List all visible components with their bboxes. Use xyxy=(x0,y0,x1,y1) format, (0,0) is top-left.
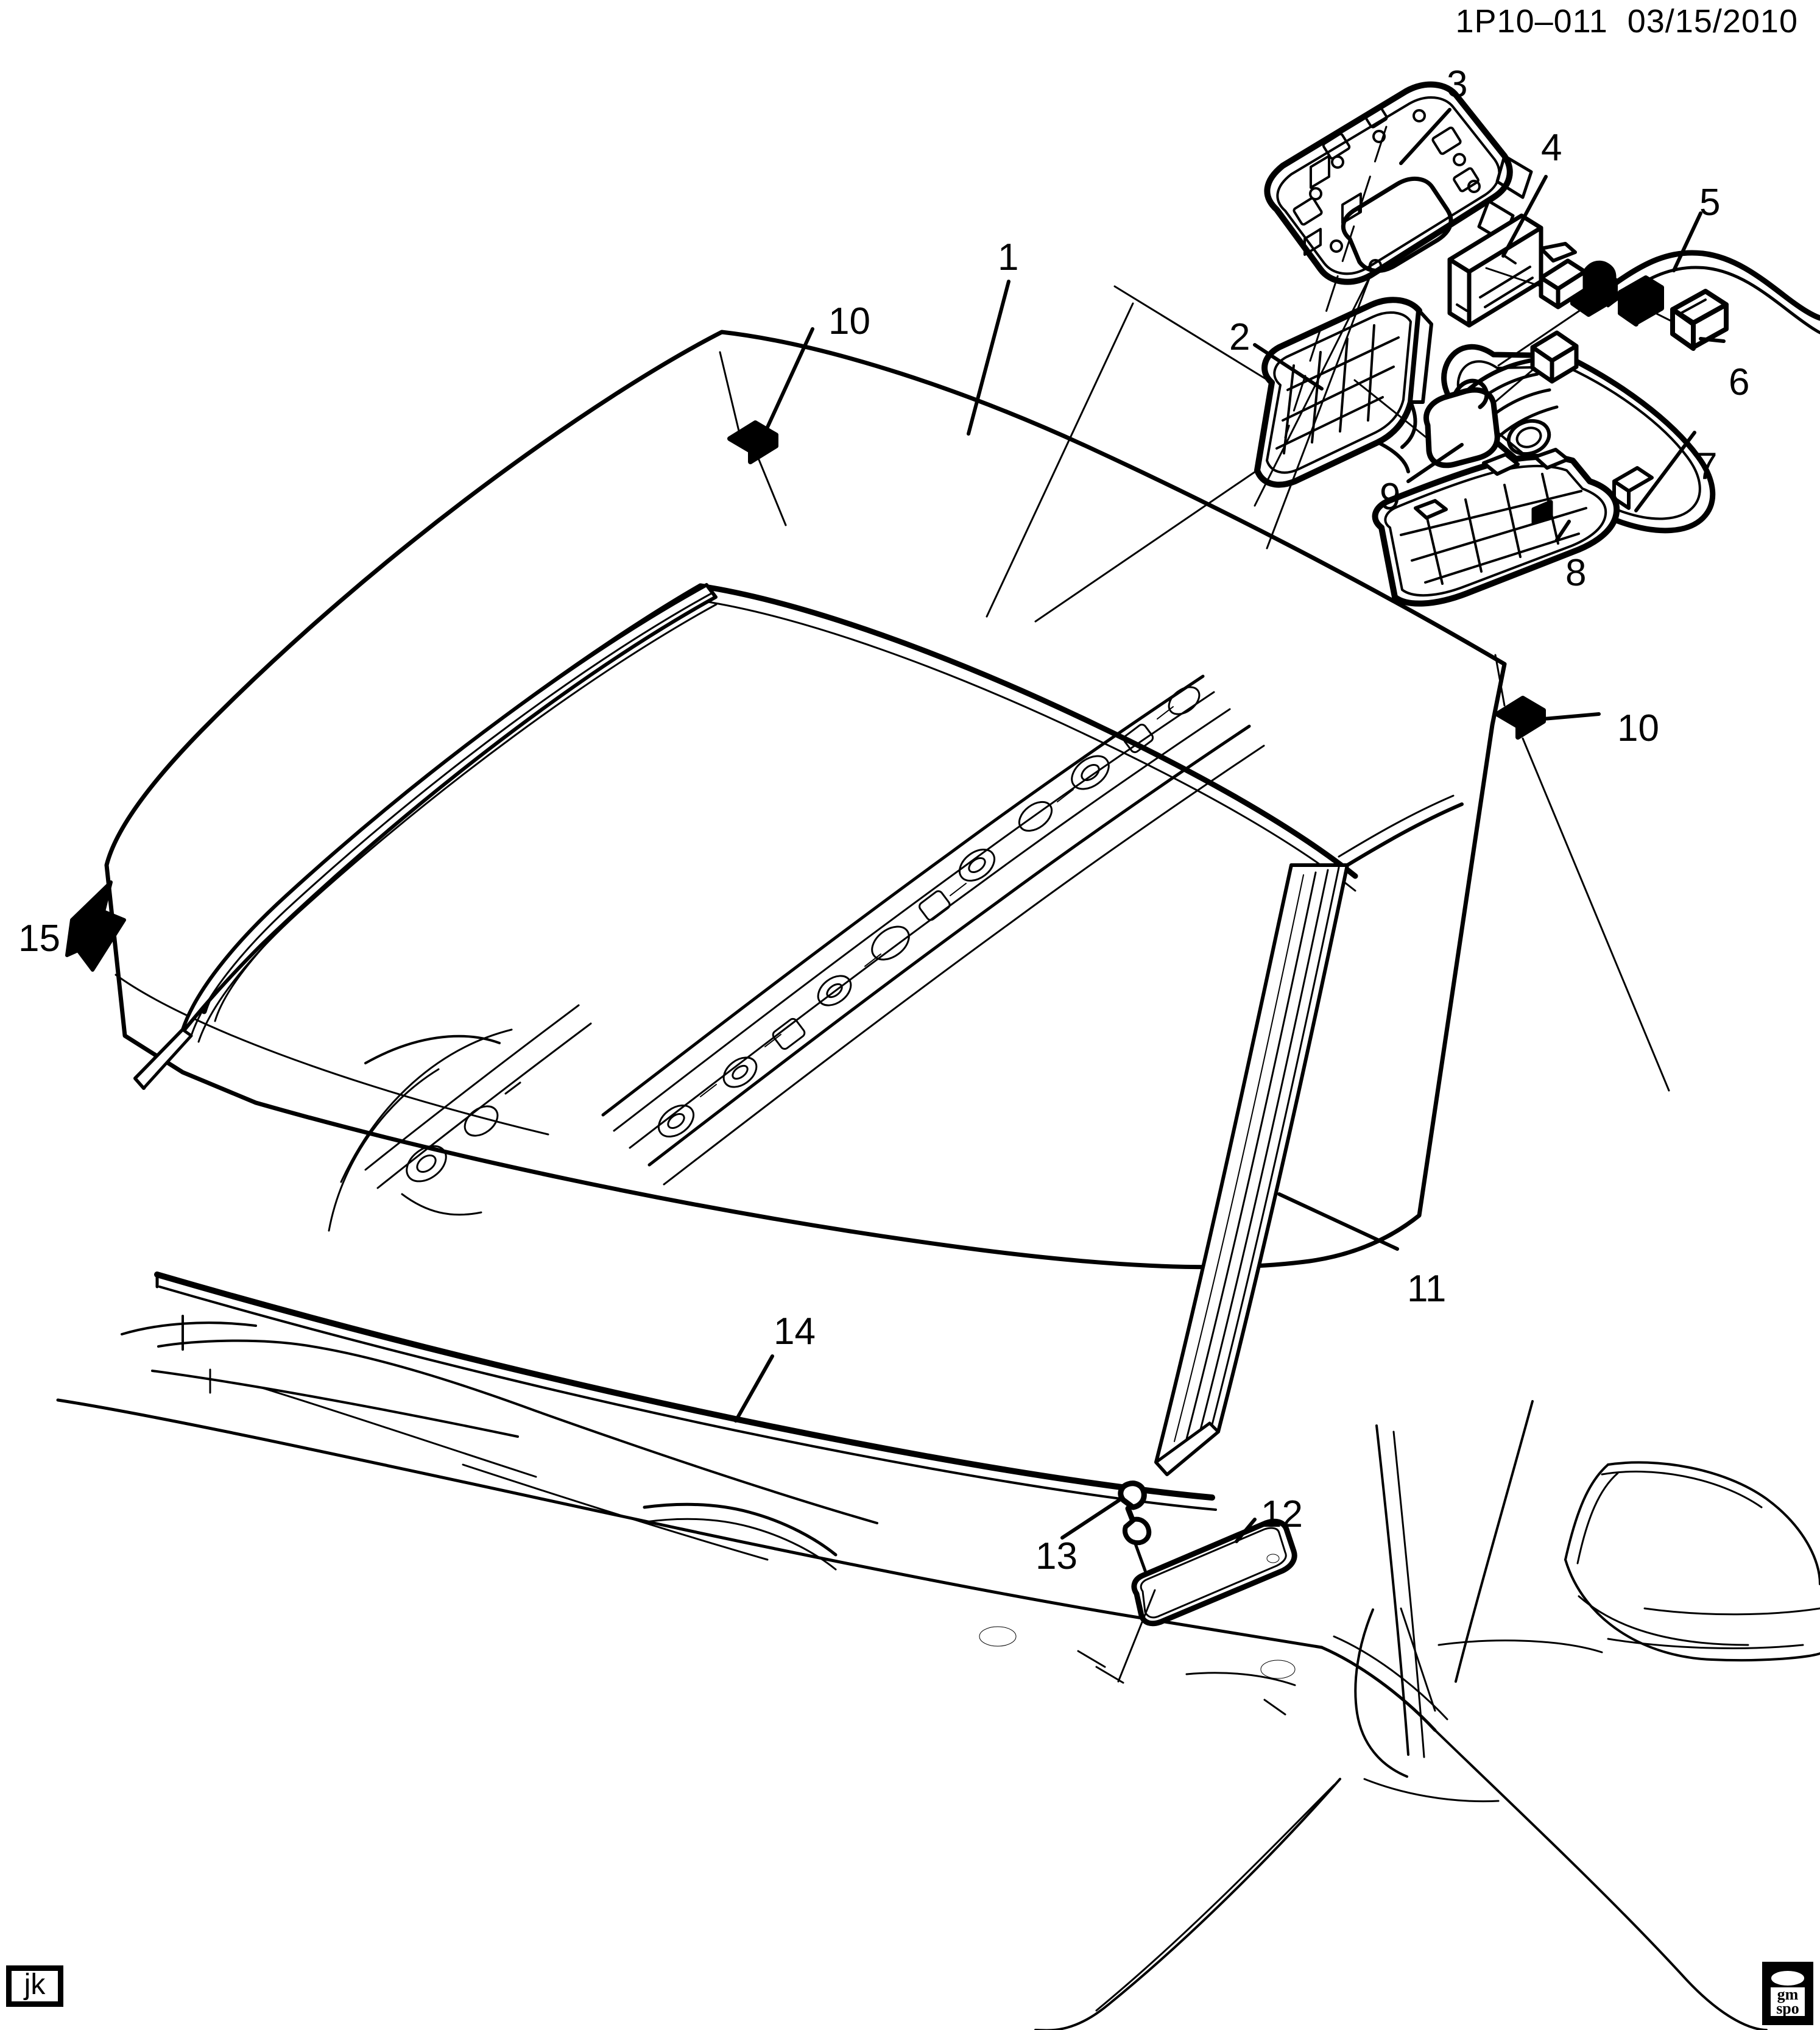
electrical-connector xyxy=(1670,289,1729,351)
header-panel-detail xyxy=(364,1004,592,1216)
callout-10-right: 10 xyxy=(1617,707,1659,749)
glass-setting-block-left xyxy=(727,420,778,464)
windshield-lower-moulding xyxy=(154,1271,1217,1511)
center-axis-dashed xyxy=(1284,126,1388,439)
gm-logo-line2: spo xyxy=(1776,2000,1799,2018)
wiring-harness xyxy=(1601,250,1820,334)
callout-1: 1 xyxy=(998,236,1019,278)
harness-clip-assembly xyxy=(1539,258,1664,327)
retainer-clip xyxy=(1118,1480,1152,1572)
callout-14: 14 xyxy=(774,1310,816,1353)
callout-10-left: 10 xyxy=(828,300,870,342)
draftsman-initials-box: jk xyxy=(6,1965,63,2007)
callout-8: 8 xyxy=(1565,552,1587,594)
inside-rear-view-mirror xyxy=(1441,330,1716,534)
mirror-mounting-plate xyxy=(1264,81,1533,285)
draftsman-initials: jk xyxy=(24,1968,46,2001)
callout-13: 13 xyxy=(1035,1535,1078,1577)
callout-2: 2 xyxy=(1229,316,1250,358)
mirror-mount-bracket xyxy=(1423,378,1500,469)
gm-logo-wordmark: gm spo xyxy=(1770,1985,1805,2018)
cowl-retainer-plate xyxy=(1131,1518,1297,1627)
callout-6: 6 xyxy=(1729,361,1750,403)
front-direction-arrow xyxy=(65,880,126,972)
gm-logo-oval xyxy=(1771,1971,1804,1986)
roof-opening-frame xyxy=(201,583,1358,1022)
callout-15: 15 xyxy=(18,918,60,960)
windshield-glass-outline xyxy=(104,330,1507,1270)
leader-lines xyxy=(734,108,1726,1543)
cowl-panel-structure xyxy=(56,1315,1448,1732)
drawing-number-and-date: 1P10–011 03/15/2010 xyxy=(1455,3,1798,40)
callout-7: 7 xyxy=(1696,445,1718,487)
gm-spo-logo: gm spo xyxy=(1762,1962,1813,2025)
mirror-cover-lower xyxy=(1372,448,1620,607)
callout-9: 9 xyxy=(1380,476,1401,518)
glass-setting-block-right xyxy=(1495,696,1546,740)
callout-3: 3 xyxy=(1447,63,1468,105)
callout-11: 11 xyxy=(1407,1268,1447,1310)
roof-rail-structure xyxy=(601,674,1265,1186)
callout-4: 4 xyxy=(1541,127,1562,169)
a-pillar-moulding-left xyxy=(133,583,718,1090)
gm-logo-line1: gm xyxy=(1777,1985,1799,2003)
callout-12: 12 xyxy=(1261,1493,1303,1535)
callout-5: 5 xyxy=(1699,182,1721,224)
gm-spo-logo-inner: gm spo xyxy=(1768,1968,1807,2019)
vehicle-body-outline xyxy=(1034,1400,1820,2030)
windshield-side-moulding-right xyxy=(1154,794,1464,1476)
construction-lines xyxy=(986,267,1674,1683)
